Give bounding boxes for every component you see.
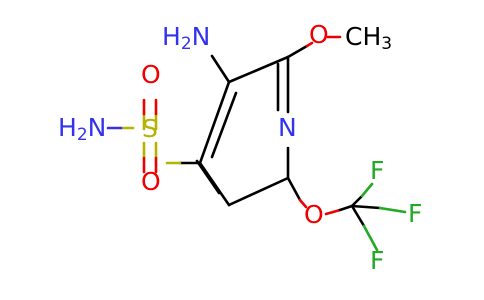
bond-cf3-f1-green xyxy=(360,182,374,198)
sulfonamide-group-label: H2N xyxy=(58,113,106,145)
bond-c5-c4-double xyxy=(195,159,221,195)
methoxy-oxygen: O xyxy=(309,20,329,49)
sulfonyl-sulfur: S xyxy=(142,114,158,143)
ether-oxygen: O xyxy=(304,200,324,229)
bond-cf3-f1 xyxy=(350,194,364,208)
bond-cf3-f2-green xyxy=(378,206,407,214)
bond-cf3-f3-green xyxy=(362,224,379,252)
methyl-h-count: 3 xyxy=(381,34,392,54)
sulfonyl-oxygen-bottom: O xyxy=(141,167,161,196)
bond-c3-n-amino xyxy=(210,54,231,84)
bond-cf3-f3 xyxy=(350,204,366,228)
bond-c3-c2 xyxy=(227,55,290,84)
amino-group-label: H2N xyxy=(162,22,210,54)
sulfonamide-h-count: 2 xyxy=(77,125,88,145)
sulfonamide-h: H xyxy=(58,113,77,142)
sulfonyl-oxygen-top: O xyxy=(141,60,161,89)
bond-c6-o-ether xyxy=(286,176,302,202)
bond-o-cf3 xyxy=(324,208,342,216)
ring-nitrogen: N xyxy=(278,113,297,142)
methyl-c: CH xyxy=(345,22,381,51)
fluorine-1: F xyxy=(370,156,384,185)
sulfonamide-n: N xyxy=(88,113,107,142)
bond-o-cf3-black xyxy=(338,204,354,212)
amino-n: N xyxy=(192,22,211,51)
fluorine-2: F xyxy=(408,199,422,228)
atom-labels: H2N O CH3 N O S O H2N O F F F xyxy=(58,20,422,275)
bond-c4-c3-double xyxy=(210,91,238,159)
fluorine-3: F xyxy=(370,246,384,275)
bond-c6-o-ether-red xyxy=(298,198,308,209)
bonds xyxy=(106,35,407,252)
bond-c2-o-methoxy-red xyxy=(305,41,314,48)
bond-c6-c5 xyxy=(227,176,290,207)
methyl-group-label: CH3 xyxy=(345,22,392,54)
bond-c5-c4 xyxy=(198,161,231,207)
bond-cf3-f2 xyxy=(350,204,382,210)
amino-h: H xyxy=(162,22,181,51)
bond-c4-c3 xyxy=(198,80,231,165)
bond-c2-o-methoxy xyxy=(286,44,309,59)
amino-h-count: 2 xyxy=(181,34,192,54)
